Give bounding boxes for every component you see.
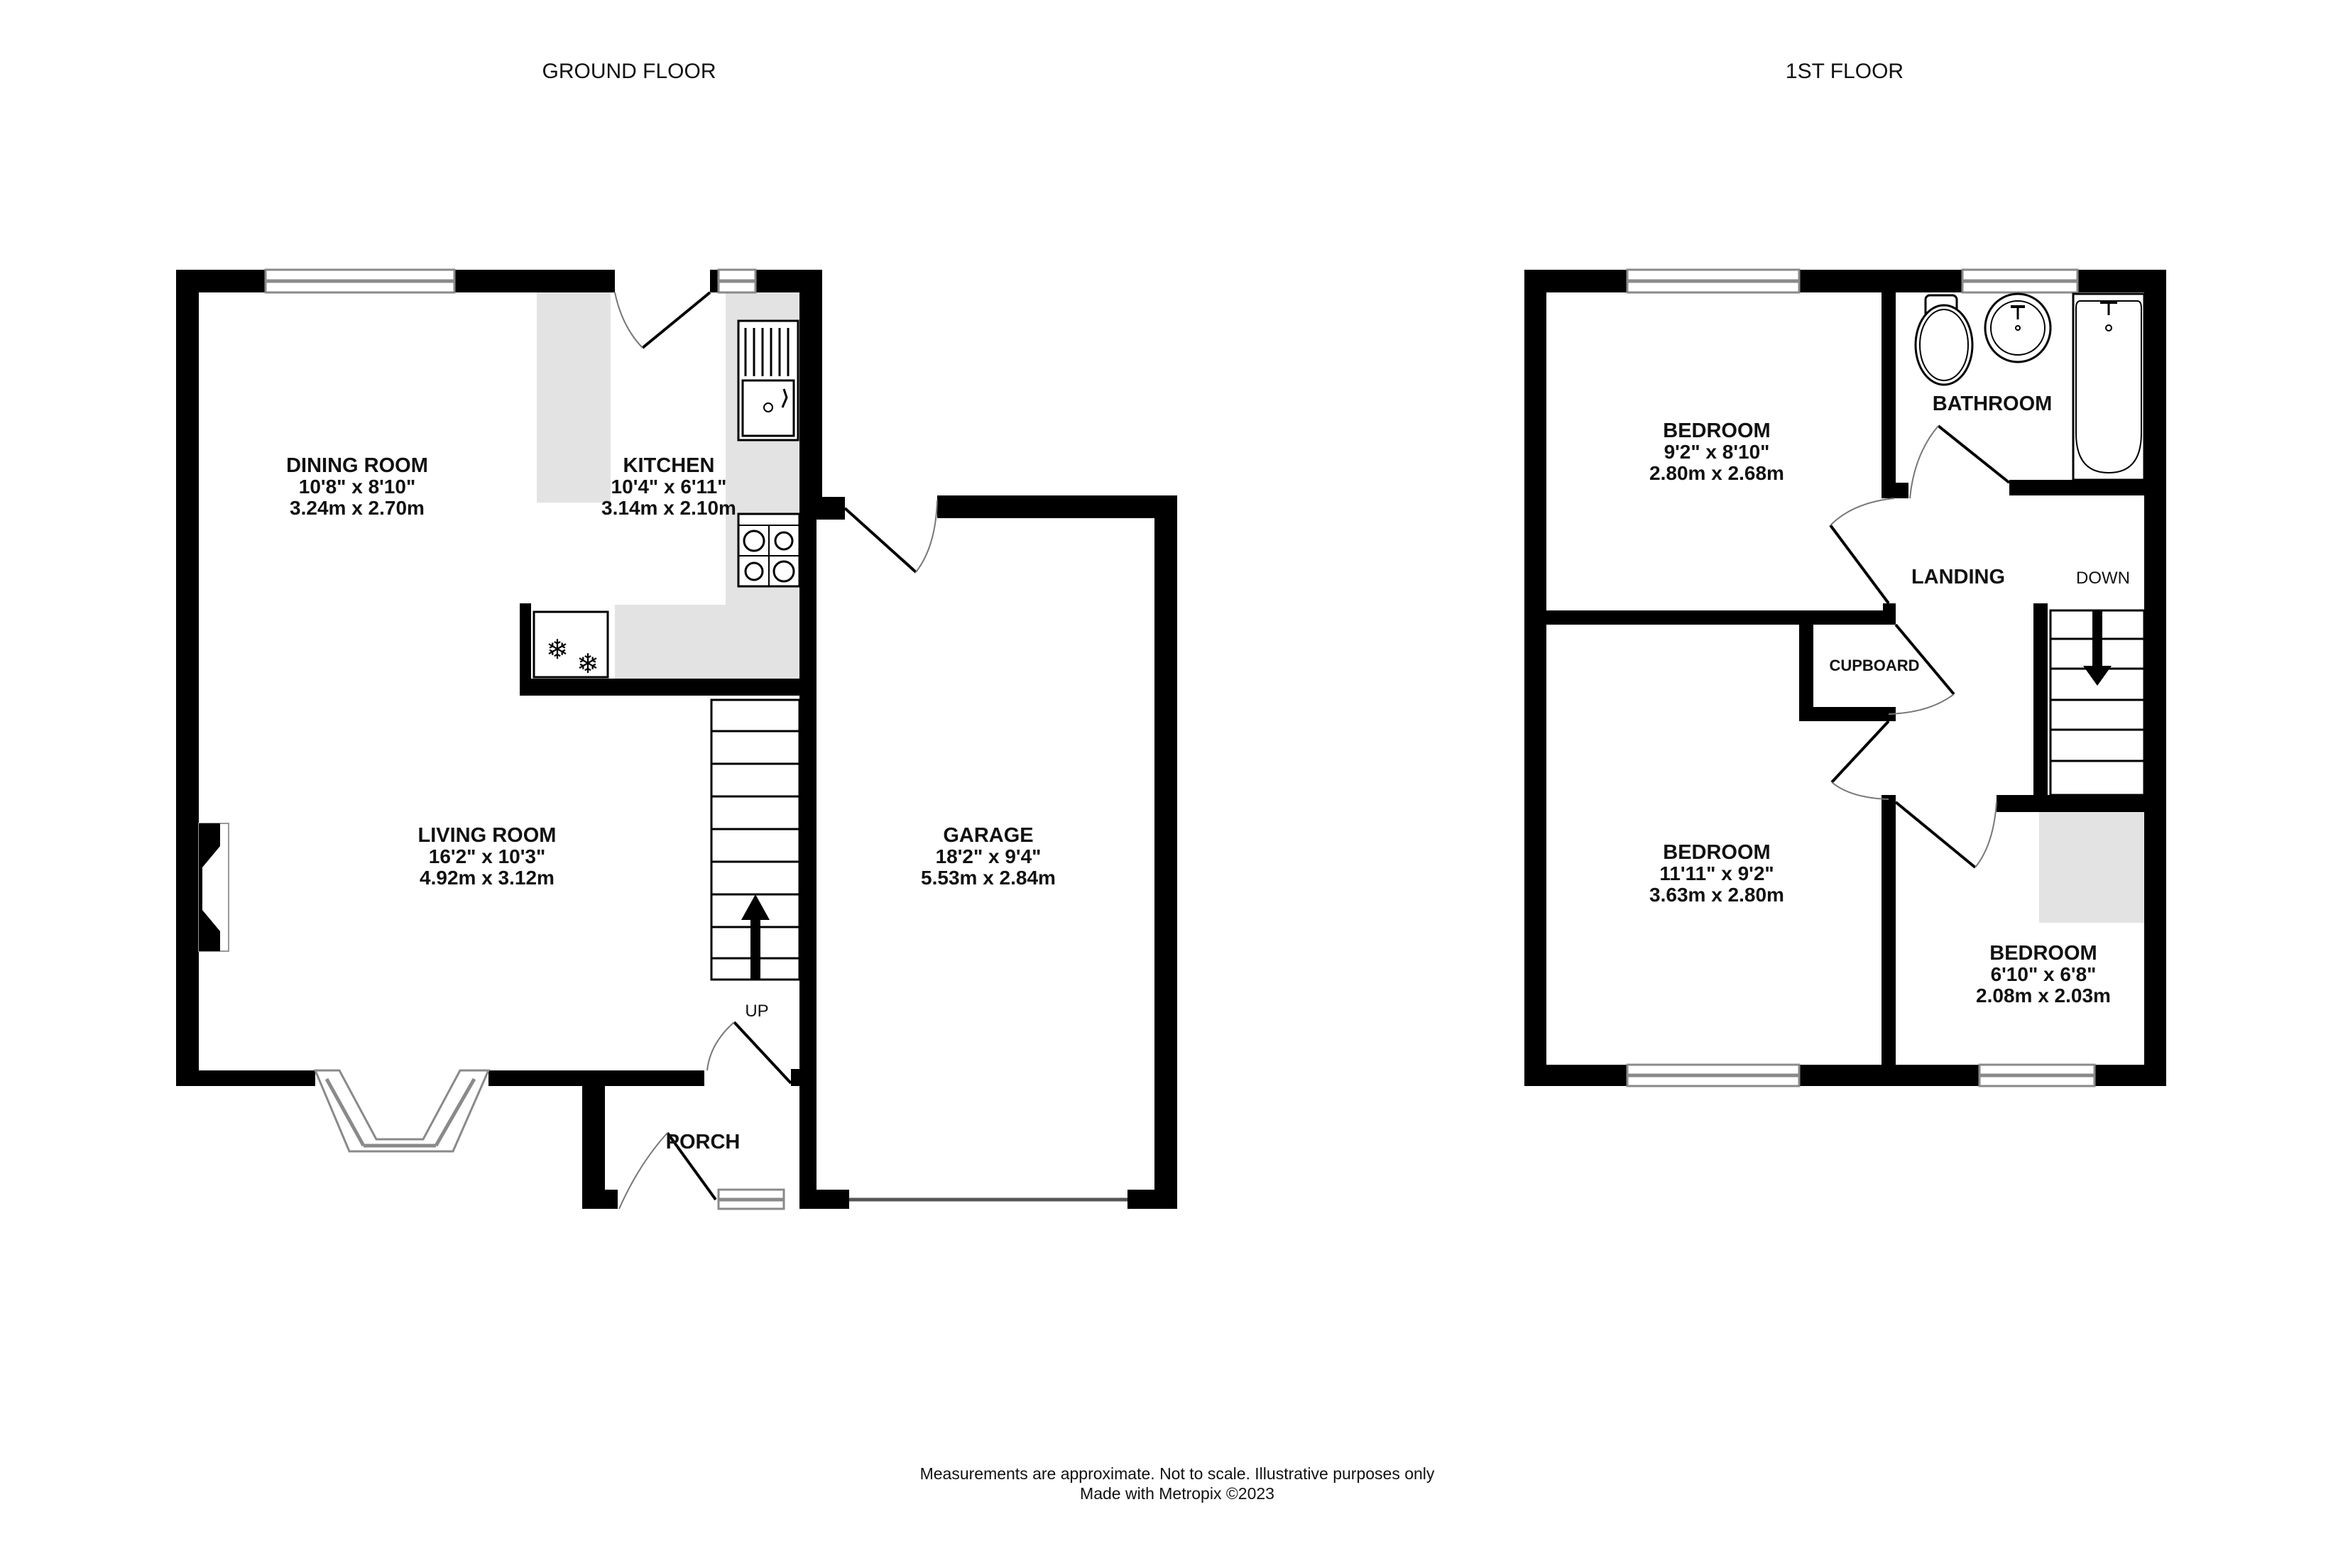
ground-floor-walls bbox=[176, 270, 1177, 1209]
svg-text:❄: ❄ bbox=[546, 634, 569, 665]
bathroom-door bbox=[1909, 424, 2011, 499]
room-label-bathroom: BATHROOM bbox=[1933, 393, 2053, 415]
room-label-cupboard: CUPBOARD bbox=[1829, 657, 1919, 674]
basin-icon bbox=[1984, 292, 2052, 363]
svg-text:16'2" x 10'3": 16'2" x 10'3" bbox=[429, 845, 545, 867]
room-label-dining-room: DINING ROOM 10'8" x 8'10" 3.24m x 2.70m bbox=[286, 454, 428, 519]
room-label-bedroom-2: BEDROOM 11'11" x 9'2" 3.63m x 2.80m bbox=[1649, 841, 1784, 906]
bedroom1-door bbox=[1829, 498, 1895, 605]
bedroom3-door bbox=[1894, 801, 1997, 869]
hob-icon bbox=[737, 512, 801, 588]
svg-text:2.08m x 2.03m: 2.08m x 2.03m bbox=[1976, 985, 2111, 1007]
room-label-porch: PORCH bbox=[666, 1131, 741, 1153]
first-floor-walls bbox=[1524, 270, 2166, 1086]
fridge-freezer-icon: ❄ ❄ bbox=[532, 610, 609, 679]
toilet-icon bbox=[1914, 294, 1974, 386]
svg-text:CUPBOARD: CUPBOARD bbox=[1829, 657, 1919, 674]
svg-text:3.14m x 2.10m: 3.14m x 2.10m bbox=[601, 497, 736, 519]
ground-floor-plan: GROUND FLOOR bbox=[176, 60, 1177, 1210]
svg-text:10'4" x 6'11": 10'4" x 6'11" bbox=[611, 476, 727, 498]
svg-text:❄: ❄ bbox=[577, 648, 599, 679]
stairs-up: UP bbox=[710, 698, 801, 1021]
svg-text:BEDROOM: BEDROOM bbox=[1663, 841, 1770, 864]
bedroom2-window bbox=[1626, 1063, 1801, 1087]
footer-credit: Made with Metropix ©2023 bbox=[1080, 1484, 1274, 1503]
first-floor-plan: 1ST FLOOR bbox=[1524, 60, 2166, 1087]
room-label-bedroom-3: BEDROOM 6'10" x 6'8" 2.08m x 2.03m bbox=[1976, 942, 2111, 1007]
first-floor-title: 1ST FLOOR bbox=[1786, 60, 1904, 83]
dining-window bbox=[264, 268, 456, 294]
bay-window-icon bbox=[313, 1069, 491, 1153]
svg-text:BEDROOM: BEDROOM bbox=[1989, 942, 2097, 965]
kitchen-window bbox=[717, 268, 757, 294]
kitchen-back-door bbox=[614, 291, 711, 349]
porch-front-door bbox=[618, 1131, 717, 1210]
svg-text:11'11" x 9'2": 11'11" x 9'2" bbox=[1659, 862, 1774, 884]
porch-window bbox=[717, 1188, 785, 1210]
stairs-down-label: DOWN bbox=[2076, 569, 2130, 588]
garage-internal-door bbox=[843, 500, 938, 574]
hall-door bbox=[706, 1021, 792, 1085]
svg-text:2.80m x 2.68m: 2.80m x 2.68m bbox=[1649, 462, 1784, 484]
svg-text:5.53m x 2.84m: 5.53m x 2.84m bbox=[921, 867, 1056, 889]
svg-text:LIVING ROOM: LIVING ROOM bbox=[418, 824, 557, 847]
svg-text:3.63m x 2.80m: 3.63m x 2.80m bbox=[1649, 884, 1784, 906]
room-label-living-room: LIVING ROOM 16'2" x 10'3" 4.92m x 3.12m bbox=[418, 824, 557, 889]
bath-icon bbox=[2072, 292, 2146, 481]
room-label-bedroom-1: BEDROOM 9'2" x 8'10" 2.80m x 2.68m bbox=[1649, 420, 1784, 484]
room-label-landing: LANDING bbox=[1911, 566, 2005, 588]
room-label-garage: GARAGE 18'2" x 9'4" 5.53m x 2.84m bbox=[921, 824, 1056, 889]
svg-text:3.24m x 2.70m: 3.24m x 2.70m bbox=[290, 497, 425, 519]
sink-icon bbox=[737, 319, 799, 442]
arrow-up-icon bbox=[741, 894, 770, 980]
svg-text:BATHROOM: BATHROOM bbox=[1933, 393, 2053, 415]
footer: Measurements are approximate. Not to sca… bbox=[920, 1464, 1435, 1503]
cupboard-door bbox=[1888, 623, 1955, 715]
ground-floor-title: GROUND FLOOR bbox=[542, 60, 716, 83]
svg-text:4.92m x 3.12m: 4.92m x 3.12m bbox=[420, 867, 555, 889]
bedroom-wardrobe bbox=[2039, 811, 2144, 923]
room-label-kitchen: KITCHEN 10'4" x 6'11" 3.14m x 2.10m bbox=[601, 454, 736, 519]
svg-text:18'2" x 9'4": 18'2" x 9'4" bbox=[936, 845, 1042, 867]
svg-text:LANDING: LANDING bbox=[1911, 566, 2005, 588]
svg-text:KITCHEN: KITCHEN bbox=[623, 454, 715, 477]
bedroom2-door bbox=[1830, 720, 1890, 800]
fireplace-icon bbox=[198, 823, 229, 952]
bedroom3-window bbox=[1978, 1063, 2096, 1087]
stairs-up-label: UP bbox=[745, 1002, 768, 1021]
svg-text:BEDROOM: BEDROOM bbox=[1663, 420, 1770, 442]
svg-text:DINING ROOM: DINING ROOM bbox=[286, 454, 428, 477]
svg-text:GARAGE: GARAGE bbox=[943, 824, 1033, 847]
svg-text:PORCH: PORCH bbox=[666, 1131, 741, 1153]
arrow-down-icon bbox=[2083, 610, 2112, 686]
stairs-down: DOWN bbox=[2049, 569, 2146, 796]
svg-text:9'2" x 8'10": 9'2" x 8'10" bbox=[1664, 441, 1770, 463]
bathroom-window bbox=[1961, 268, 2079, 294]
svg-text:6'10" x 6'8": 6'10" x 6'8" bbox=[1991, 963, 2097, 985]
bedroom1-window bbox=[1626, 268, 1801, 294]
footer-disclaimer: Measurements are approximate. Not to sca… bbox=[920, 1464, 1435, 1483]
svg-text:10'8" x 8'10": 10'8" x 8'10" bbox=[299, 476, 415, 498]
